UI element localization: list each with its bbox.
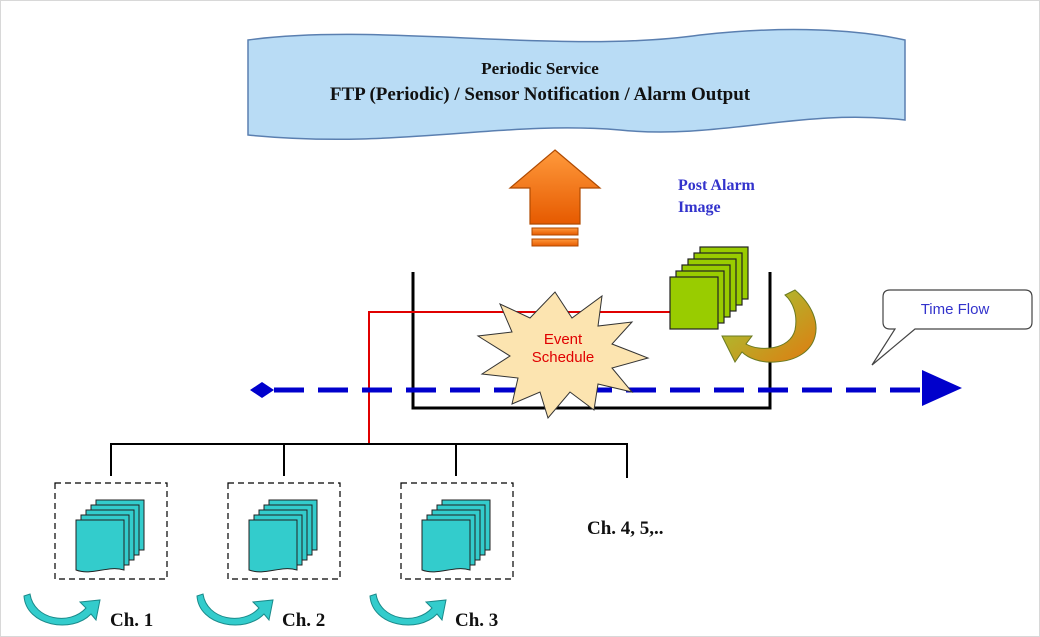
time-flow-arrow — [250, 370, 962, 406]
post-alarm-label-line2: Image — [678, 199, 721, 216]
more-channels-label: Ch. 4, 5,.. — [587, 518, 664, 539]
curved-arrow-icon — [721, 289, 817, 363]
periodic-service-banner: Periodic Service FTP (Periodic) / Sensor… — [247, 28, 906, 141]
channel-1-label: Ch. 1 — [110, 610, 153, 631]
channel-2-buffer — [227, 482, 341, 580]
channel-2-loop-icon — [196, 593, 274, 626]
up-arrow-icon — [508, 149, 602, 247]
event-label: Event — [544, 331, 583, 348]
post-alarm-image-stack — [669, 246, 749, 330]
channel-1-loop-icon — [23, 593, 101, 626]
banner-title: Periodic Service — [481, 59, 599, 78]
channel-2-label: Ch. 2 — [282, 610, 325, 631]
channel-3-loop-icon — [369, 593, 447, 626]
channel-1-buffer — [54, 482, 168, 580]
banner-subtitle: FTP (Periodic) / Sensor Notification / A… — [330, 84, 751, 105]
time-flow-callout: Time Flow — [871, 289, 1033, 366]
event-label-line2: Schedule — [532, 349, 595, 366]
channel-bus — [110, 443, 628, 478]
event-schedule-burst: Event Schedule — [476, 291, 650, 420]
channel-3-buffer — [400, 482, 514, 580]
time-flow-label: Time Flow — [921, 301, 990, 318]
post-alarm-label: Post Alarm — [678, 177, 756, 194]
channel-3-label: Ch. 3 — [455, 610, 498, 631]
